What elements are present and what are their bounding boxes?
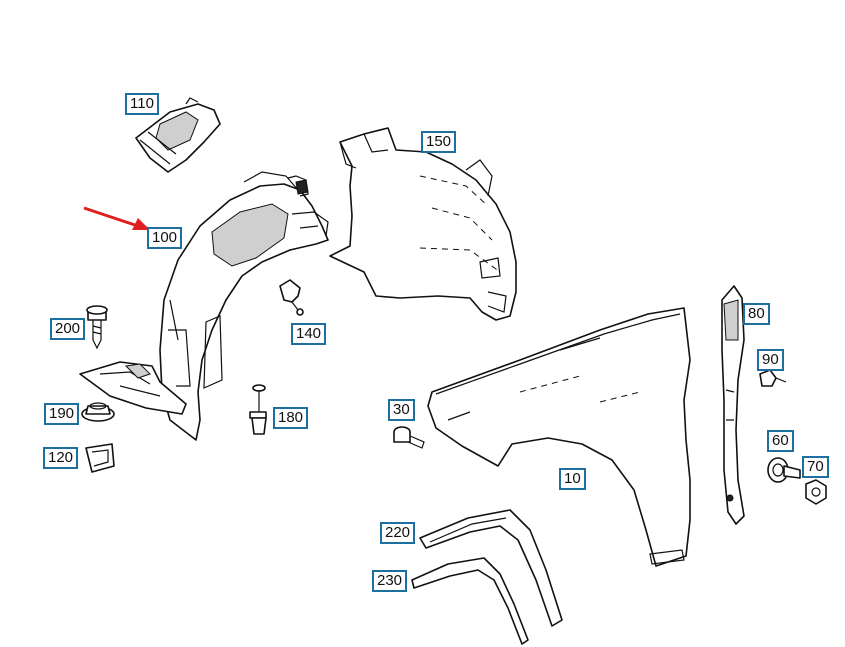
callout-110[interactable]: 110 [125, 93, 159, 115]
callout-220[interactable]: 220 [380, 522, 416, 544]
part-30-bolt [393, 426, 425, 449]
callout-100[interactable]: 100 [147, 227, 183, 249]
callout-90[interactable]: 90 [757, 349, 784, 371]
part-150-liner-rear [329, 127, 517, 321]
callout-30[interactable]: 30 [388, 399, 415, 421]
callout-120[interactable]: 120 [43, 447, 79, 469]
part-60-washer-bolt [767, 457, 801, 483]
part-70-nut [805, 479, 827, 505]
part-120-clip-nut [85, 443, 115, 473]
part-140-clip [279, 279, 304, 316]
part-100-wheel-arch-liner [79, 171, 329, 441]
part-200-screw [86, 305, 108, 350]
callout-200[interactable]: 200 [50, 318, 86, 340]
callout-230[interactable]: 230 [372, 570, 408, 592]
part-220-molding [419, 509, 563, 627]
red-arrow-icon [83, 206, 150, 230]
part-80-seal [721, 285, 745, 525]
part-180-rivet [249, 384, 267, 435]
callout-10[interactable]: 10 [559, 468, 586, 490]
callout-190[interactable]: 190 [44, 403, 80, 425]
callout-180[interactable]: 180 [273, 407, 309, 429]
part-230-molding [411, 557, 529, 645]
callout-60[interactable]: 60 [767, 430, 794, 452]
callout-70[interactable]: 70 [802, 456, 829, 478]
part-190-nut [81, 402, 115, 422]
part-110-bracket [135, 97, 221, 173]
callout-150[interactable]: 150 [421, 131, 457, 153]
part-90-screw [759, 369, 787, 387]
callout-140[interactable]: 140 [291, 323, 327, 345]
callout-80[interactable]: 80 [743, 303, 770, 325]
part-10-fender [427, 307, 691, 567]
